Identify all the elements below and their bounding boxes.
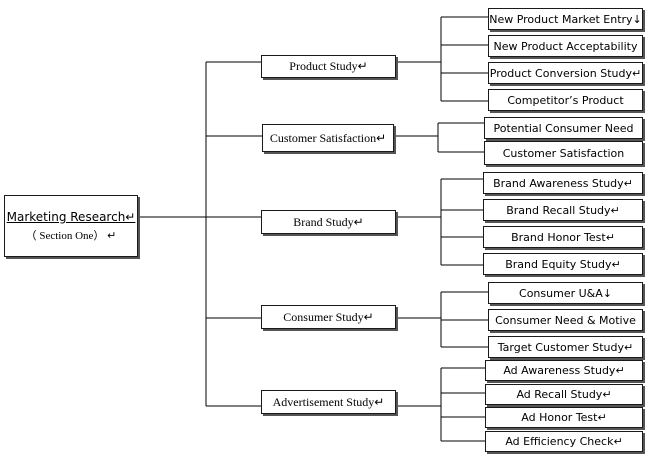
leaf-ad-efficiency-check: Ad Efficiency Check↵ (485, 431, 643, 452)
leaf-consumer-ua: Consumer U&A↓ (488, 282, 643, 304)
leaf-consumer-need-motive: Consumer Need & Motive (488, 309, 643, 331)
root-title: Marketing Research↵ (6, 209, 136, 224)
root-subtitle: （ Section One） ↵ (25, 229, 117, 242)
leaf-new-product-acceptability: New Product Acceptability (488, 35, 643, 57)
leaf-product-conversion-study: Product Conversion Study↵ (488, 62, 643, 84)
leaf-customer-satisfaction: Customer Satisfaction (484, 141, 643, 165)
branch-brand-study: Brand Study↵ (261, 210, 396, 234)
branch-product-study: Product Study↵ (261, 55, 396, 78)
leaf-brand-recall-study: Brand Recall Study↵ (483, 199, 643, 221)
branch-consumer-study: Consumer Study↵ (261, 305, 396, 329)
branch-advertisement-study: Advertisement Study↵ (261, 390, 396, 414)
leaf-ad-awareness-study: Ad Awareness Study↵ (485, 360, 643, 381)
leaf-brand-equity-study: Brand Equity Study↵ (483, 253, 643, 275)
leaf-ad-honor-test: Ad Honor Test↵ (485, 407, 643, 428)
leaf-ad-recall-study: Ad Recall Study↵ (485, 384, 643, 405)
leaf-target-customer-study: Target Customer Study↵ (488, 336, 643, 358)
leaf-brand-awareness-study: Brand Awareness Study↵ (483, 172, 643, 194)
branch-customer-satisfaction: Customer Satisfaction↵ (262, 124, 394, 152)
leaf-new-product-market-entry: New Product Market Entry↓ (488, 8, 643, 30)
leaf-potential-consumer-need: Potential Consumer Need (484, 117, 643, 139)
leaf-brand-honor-test: Brand Honor Test↵ (483, 226, 643, 248)
leaf-competitors-product: Competitor’s Product (488, 89, 643, 111)
root-node: Marketing Research↵ （ Section One） ↵ (4, 195, 138, 257)
